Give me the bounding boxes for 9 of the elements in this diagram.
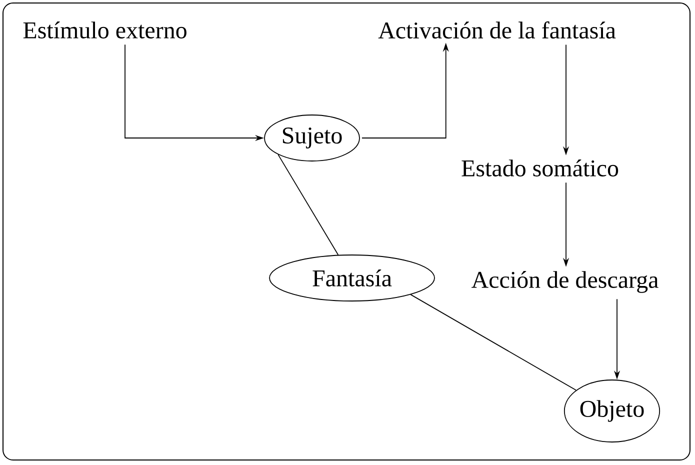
ellipse-node: Sujeto — [264, 114, 360, 162]
text-label: Acción de descarga — [469, 269, 661, 295]
ellipse-node: Fantasía — [269, 254, 435, 302]
connector-line — [410, 294, 576, 391]
text-label: Estado somático — [459, 158, 621, 178]
text-label: Estímulo externo — [20, 20, 190, 40]
connector-line — [278, 154, 339, 256]
ellipse-node: Objeto — [564, 380, 660, 442]
text-label: Activación de la fantasía — [376, 19, 618, 41]
